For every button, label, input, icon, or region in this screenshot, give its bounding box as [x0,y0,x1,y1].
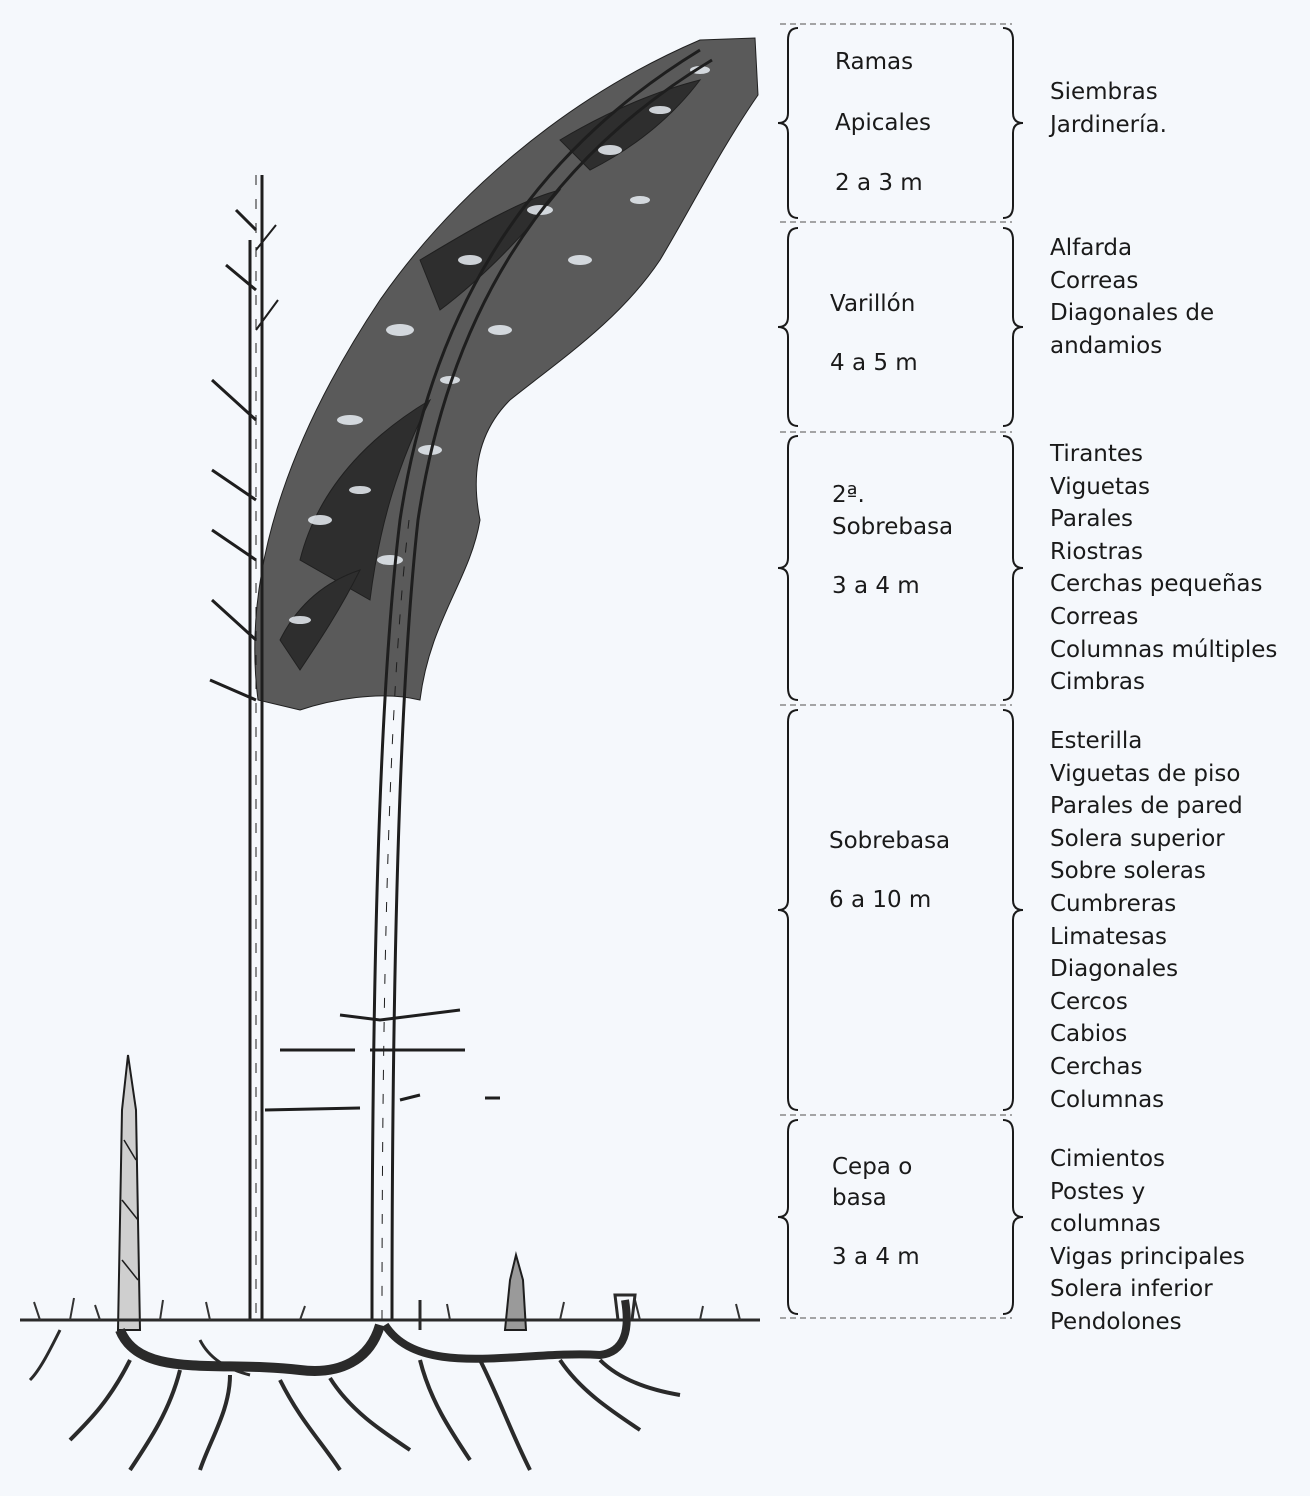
use-item: Pendolones [1050,1306,1245,1339]
left-brace-4 [778,710,798,1110]
use-item: Sobre soleras [1050,855,1243,888]
use-item: Diagonales [1050,953,1243,986]
use-item: Esterilla [1050,725,1243,758]
bamboo-illustration [0,0,780,1496]
use-item: columnas [1050,1208,1245,1241]
left-brace-2 [778,228,798,426]
left-brace-3 [778,436,798,700]
use-item: Cerchas pequeñas [1050,568,1277,601]
use-item: Correas [1050,265,1214,298]
segment-name-line: Varillón [830,289,915,319]
use-item: Jardinería. [1050,109,1167,142]
foliage [255,38,758,710]
use-item: Viguetas [1050,471,1277,504]
segment-length: 6 a 10 m [829,885,931,915]
uses-list: Cimientos Postes y columnas Vigas princi… [1050,1143,1245,1339]
use-item: Viguetas de piso [1050,758,1243,791]
right-brace-2 [1003,228,1023,426]
use-item: Diagonales de [1050,297,1214,330]
segment-name-line: basa [832,1183,887,1213]
segment-length: 2 a 3 m [835,168,923,198]
use-item: Riostras [1050,536,1277,569]
use-item: Parales [1050,503,1277,536]
use-item: Solera inferior [1050,1273,1245,1306]
segment-length: 4 a 5 m [830,348,918,378]
young-shoot [118,1055,140,1330]
use-item: Parales de pared [1050,790,1243,823]
segment-name-line: Sobrebasa [829,826,950,856]
use-item: Cimbras [1050,666,1277,699]
segment-length: 3 a 4 m [832,1242,920,1272]
use-item: Postes y [1050,1176,1245,1209]
use-item: Cerchas [1050,1051,1243,1084]
use-item: andamios [1050,330,1214,363]
use-item: Cimientos [1050,1143,1245,1176]
use-item: Alfarda [1050,232,1214,265]
segment-name-line: Cepa o [832,1152,912,1182]
right-brace-3 [1003,436,1023,700]
uses-list: Alfarda Correas Diagonales de andamios [1050,232,1214,362]
use-item: Correas [1050,601,1277,634]
segment-length: 3 a 4 m [832,571,920,601]
use-item: Cercos [1050,986,1243,1019]
use-item: Limatesas [1050,921,1243,954]
right-brace-1 [1003,28,1023,218]
right-brace-5 [1003,1120,1023,1314]
use-item: Columnas múltiples [1050,634,1277,667]
use-item: Cumbreras [1050,888,1243,921]
use-item: Vigas principales [1050,1241,1245,1274]
use-item: Siembras [1050,76,1167,109]
segment-name-line: Sobrebasa [832,512,953,542]
left-culm [210,175,278,1320]
segment-name-line: Apicales [835,108,931,138]
left-brace-1 [778,28,798,218]
segment-name-line: Ramas [835,47,913,77]
use-item: Cabios [1050,1018,1243,1051]
uses-list: Tirantes Viguetas Parales Riostras Cerch… [1050,438,1277,699]
dividers [780,24,1012,1318]
use-item: Tirantes [1050,438,1277,471]
segment-name-line: 2ª. [832,480,865,510]
left-brace-5 [778,1120,798,1314]
use-item: Solera superior [1050,823,1243,856]
right-brace-4 [1003,710,1023,1110]
uses-list: Esterilla Viguetas de piso Parales de pa… [1050,725,1243,1116]
uses-list: Siembras Jardinería. [1050,76,1167,141]
use-item: Columnas [1050,1084,1243,1117]
